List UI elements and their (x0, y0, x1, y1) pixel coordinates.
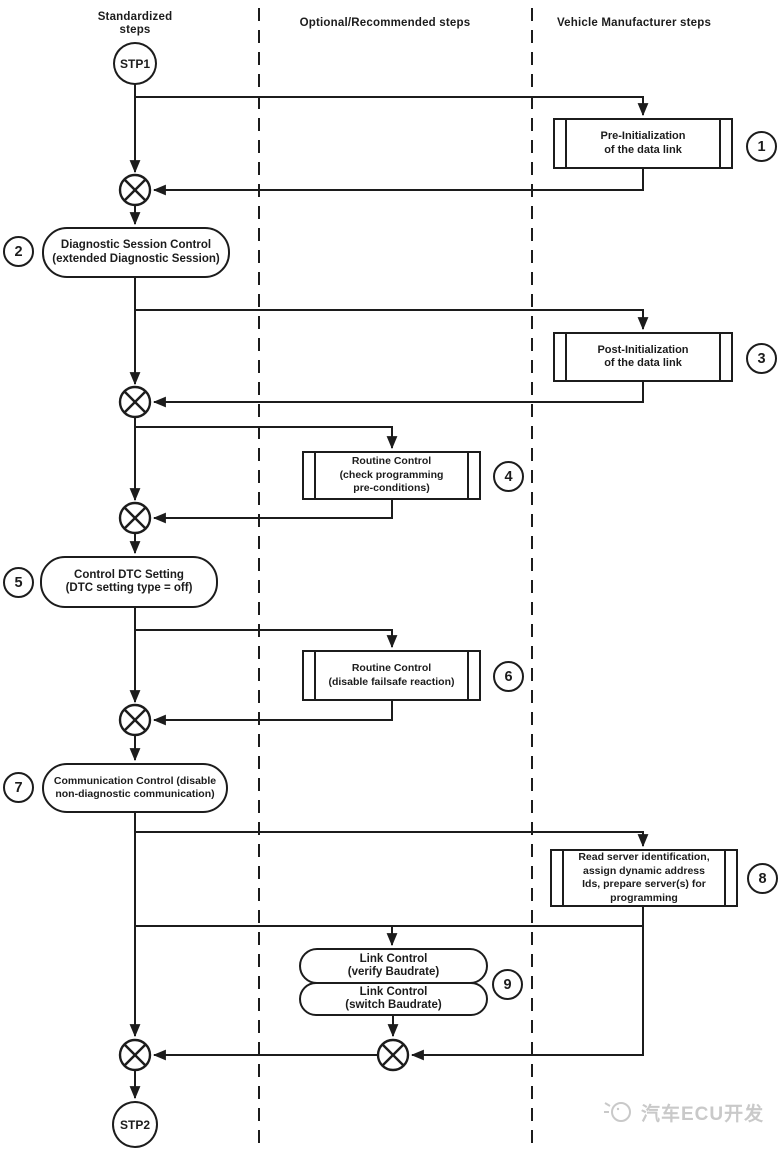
subprocess-bar-icon (719, 118, 721, 169)
subprocess-bar-icon (562, 849, 564, 907)
connector-merge2-to-step4 (135, 426, 398, 450)
step5-box: Control DTC Setting (DTC setting type = … (40, 556, 218, 608)
step2-number-badge: 2 (3, 236, 34, 267)
step3-label: Post-Initialization of the data link (597, 343, 689, 370)
step7-number-badge: 7 (3, 772, 34, 803)
merge-node-2 (118, 385, 152, 419)
connector-stp1-to-step1 (135, 96, 649, 117)
subprocess-bar-icon (565, 118, 567, 169)
step5-label: Control DTC Setting (DTC setting type = … (65, 568, 193, 595)
terminator-stp2: STP2 (112, 1101, 158, 1148)
step8-label: Read server identification, assign dynam… (578, 851, 710, 904)
merge-node-5 (118, 1038, 152, 1072)
step4-number-badge: 4 (493, 461, 524, 492)
step1-number-badge: 1 (746, 131, 777, 162)
step8-number-badge: 8 (747, 863, 778, 894)
connector-step7-to-step8 (135, 831, 649, 848)
connector-step2-to-step3 (135, 309, 649, 331)
watermark-text: 汽车ECU开发 (641, 1103, 765, 1125)
subprocess-bar-icon (467, 650, 469, 701)
connector-step4-to-merge3 (152, 500, 393, 524)
step3-box: Post-Initialization of the data link (553, 332, 733, 382)
step5-number-badge: 5 (3, 567, 34, 598)
connector-step6-to-merge4 (152, 701, 393, 726)
subprocess-bar-icon (467, 451, 469, 500)
step9-switch-baudrate-box: Link Control (switch Baudrate) (299, 982, 488, 1016)
step1-box: Pre-Initialization of the data link (553, 118, 733, 169)
step1-label: Pre-Initialization of the data link (600, 130, 686, 156)
step2-box: Diagnostic Session Control (extended Dia… (42, 227, 230, 278)
step9-verify-baudrate-box: Link Control (verify Baudrate) (299, 948, 488, 984)
subprocess-bar-icon (314, 650, 316, 701)
step9-number-badge: 9 (492, 969, 523, 1000)
watermark: 汽车ECU开发 (602, 1098, 764, 1126)
watermark-logo-icon (604, 1102, 631, 1122)
step6-box: Routine Control (disable failsafe reacti… (302, 650, 481, 701)
step2-label: Diagnostic Session Control (extended Dia… (52, 239, 220, 265)
subprocess-bar-icon (724, 849, 726, 907)
merge-node-3 (118, 501, 152, 535)
connector-step8-to-merge6 (410, 907, 644, 1061)
step9-verify-label: Link Control (verify Baudrate) (347, 952, 440, 979)
terminator-stp1: STP1 (113, 42, 157, 85)
subprocess-bar-icon (565, 332, 567, 382)
connector-step5-to-step6 (135, 629, 398, 649)
subprocess-bar-icon (314, 451, 316, 500)
step7-box: Communication Control (disable non-diagn… (42, 763, 228, 813)
step4-box: Routine Control (check programming pre-c… (302, 451, 481, 500)
merge-node-6 (376, 1038, 410, 1072)
lane-header-standardized: Standardized steps (97, 11, 173, 36)
step3-number-badge: 3 (746, 343, 777, 374)
merge-node-4 (118, 703, 152, 737)
step7-label: Communication Control (disable non-diagn… (53, 774, 217, 801)
connector-step3-to-merge2 (152, 382, 644, 408)
step4-label: Routine Control (check programming pre-c… (339, 455, 444, 495)
lane-header-optional: Optional/Recommended steps (299, 17, 471, 29)
connector-step1-to-merge1 (152, 169, 644, 196)
lane-header-manufacturer: Vehicle Manufacturer steps (556, 17, 712, 29)
step8-box: Read server identification, assign dynam… (550, 849, 738, 907)
step9-switch-label: Link Control (switch Baudrate) (345, 985, 442, 1012)
step6-number-badge: 6 (493, 661, 524, 692)
merge-node-1 (118, 173, 152, 207)
subprocess-bar-icon (719, 332, 721, 382)
step6-label: Routine Control (disable failsafe reacti… (328, 662, 455, 688)
